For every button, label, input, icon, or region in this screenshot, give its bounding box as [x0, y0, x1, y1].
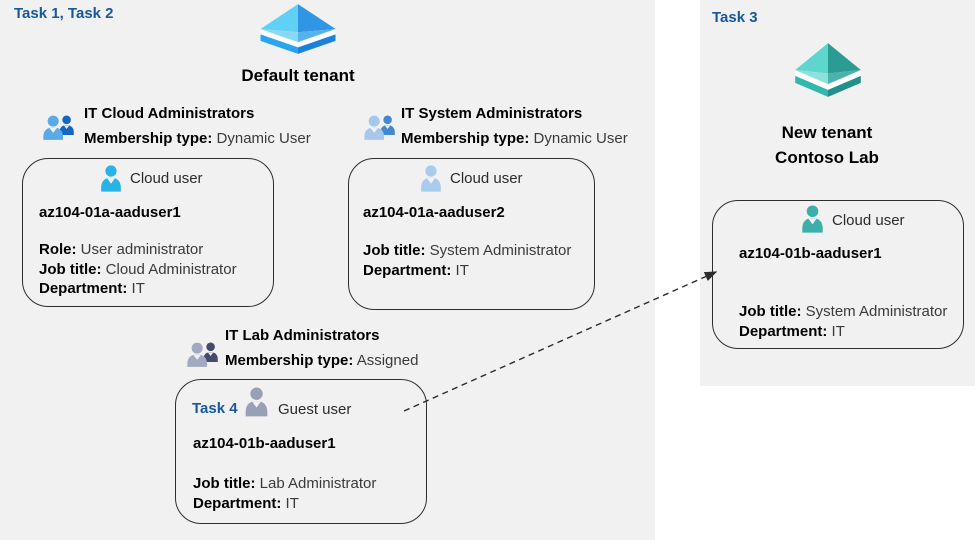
- user-field-role: Role: User administrator: [39, 241, 204, 258]
- guest-user-card-aaduser1: Task 4 Guest user az104-01b-aaduser1 Job…: [175, 379, 427, 524]
- default-tenant-panel: [0, 0, 655, 540]
- default-tenant-icon: [258, 3, 338, 55]
- task-3-label: Task 3: [712, 9, 758, 26]
- user-card-aaduser1: Cloud user az104-01a-aaduser1 Role: User…: [22, 158, 274, 307]
- user-field-job-title: Job title: System Administrator: [363, 242, 572, 259]
- user-field-department: Department: IT: [193, 494, 299, 512]
- user-field-department: Department: IT: [39, 280, 145, 297]
- group-icon-lab-admins: [186, 339, 220, 368]
- group-membership-cloud-admins: Membership type: Dynamic User: [84, 129, 311, 149]
- user-field-job-title: Job title: Lab Administrator: [193, 475, 377, 492]
- membership-type-label: Membership type:: [225, 352, 354, 369]
- user-card-new-tenant-aaduser1: Cloud user az104-01b-aaduser1 Job title:…: [712, 200, 964, 349]
- user-field-department: Department: IT: [739, 322, 845, 340]
- username: az104-01b-aaduser1: [193, 435, 336, 452]
- user-type-label: Cloud user: [832, 212, 905, 229]
- group-title-cloud-admins: IT Cloud Administrators: [84, 105, 255, 122]
- user-field-job-title: Job title: Cloud Administrator: [39, 260, 237, 278]
- cloud-user-icon: [96, 164, 126, 194]
- guest-user-icon: [240, 386, 273, 419]
- user-fields: Job title: System Administrator Departme…: [363, 241, 571, 280]
- username: az104-01b-aaduser1: [739, 245, 882, 262]
- user-type-label: Cloud user: [130, 170, 203, 187]
- username: az104-01a-aaduser1: [39, 204, 181, 221]
- task-4-label: Task 4: [192, 400, 238, 417]
- new-tenant-name-line2: Contoso Lab: [775, 148, 879, 167]
- cloud-user-icon: [416, 164, 446, 194]
- user-field-department: Department: IT: [363, 261, 469, 279]
- group-membership-lab-admins: Membership type: Assigned: [225, 351, 418, 371]
- user-fields: Job title: System Administrator Departme…: [739, 302, 947, 341]
- task-1-2-label: Task 1, Task 2: [14, 5, 114, 22]
- group-title-system-admins: IT System Administrators: [401, 105, 583, 122]
- group-icon-cloud-admins: [42, 112, 76, 141]
- cloud-user-icon: [797, 203, 828, 236]
- group-title-lab-admins: IT Lab Administrators: [225, 327, 380, 344]
- membership-type-value: Assigned: [356, 352, 419, 369]
- default-tenant-name: Default tenant: [241, 66, 355, 85]
- membership-type-value: Dynamic User: [216, 130, 311, 147]
- new-tenant-name-line1: New tenant: [781, 123, 873, 142]
- group-icon-system-admins: [363, 112, 397, 141]
- membership-type-label: Membership type:: [84, 130, 213, 147]
- membership-type-label: Membership type:: [401, 130, 530, 147]
- membership-type-value: Dynamic User: [533, 130, 628, 147]
- user-field-job-title: Job title: System Administrator: [739, 303, 948, 320]
- user-fields: Role: User administrator Job title: Clou…: [39, 240, 237, 299]
- group-membership-system-admins: Membership type: Dynamic User: [401, 129, 628, 149]
- user-type-label: Guest user: [278, 401, 352, 418]
- user-fields: Job title: Lab Administrator Department:…: [193, 474, 376, 513]
- user-card-aaduser2: Cloud user az104-01a-aaduser2 Job title:…: [348, 158, 595, 310]
- user-type-label: Cloud user: [450, 170, 523, 187]
- username: az104-01a-aaduser2: [363, 204, 505, 221]
- new-tenant-icon: [793, 42, 863, 98]
